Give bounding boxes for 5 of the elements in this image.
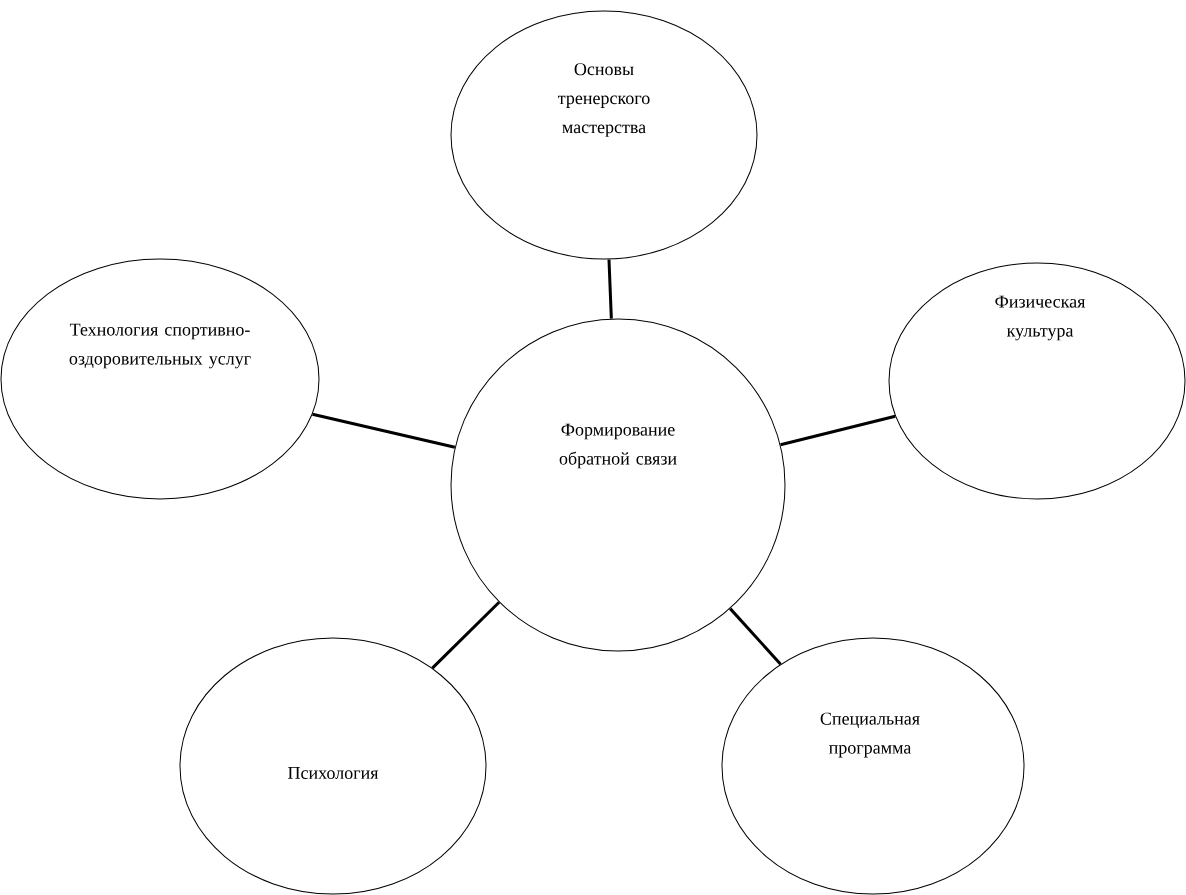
connector-line: [729, 607, 782, 666]
connector-line: [431, 601, 501, 670]
connector-line: [312, 412, 456, 449]
connector-line: [607, 259, 613, 319]
connector-line: [780, 414, 896, 447]
